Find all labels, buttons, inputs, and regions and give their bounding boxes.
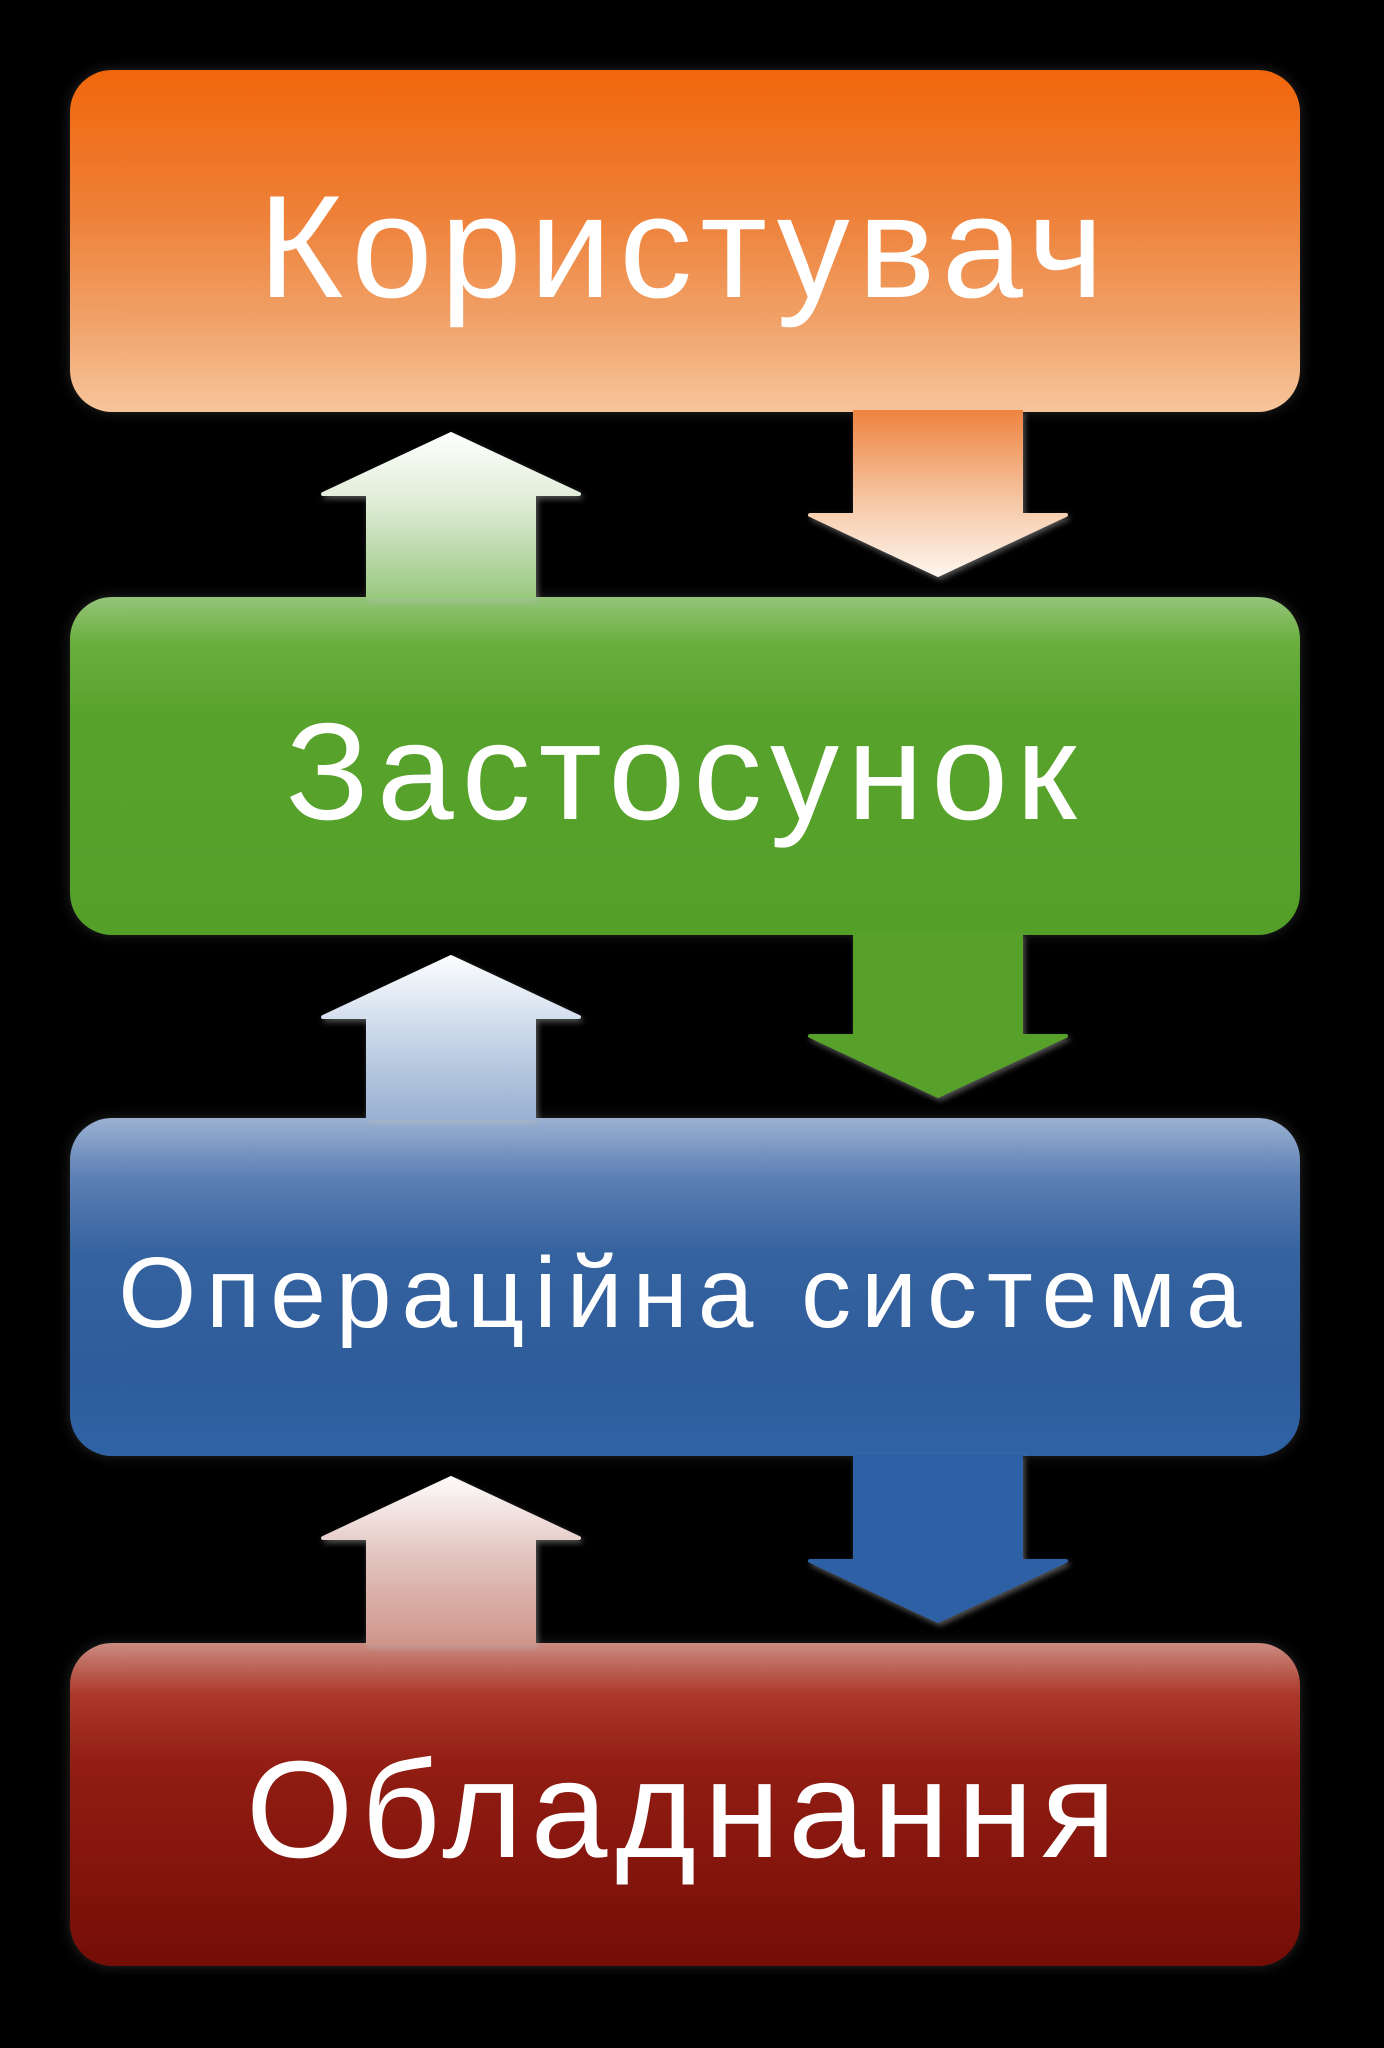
up-arrow-icon-application-to-user [321, 432, 581, 599]
down-arrow-icon-user-to-application [808, 410, 1068, 577]
down-arrow-icon-application-to-os [808, 933, 1068, 1098]
up-arrow-icon-hardware-to-os [321, 1476, 581, 1645]
layer-label-application: Застосунок [285, 694, 1085, 849]
layer-box-user: Користувач [70, 70, 1300, 412]
layer-label-hardware: Обладнання [245, 1733, 1125, 1887]
up-arrow-icon-os-to-application [321, 955, 581, 1120]
layer-box-operating-system: Операційна система [70, 1118, 1300, 1456]
layer-label-user: Користувач [258, 165, 1112, 328]
layer-box-application: Застосунок [70, 597, 1300, 935]
layer-box-hardware: Обладнання [70, 1643, 1300, 1966]
layer-label-operating-system: Операційна система [118, 1236, 1252, 1349]
down-arrow-icon-os-to-hardware [808, 1454, 1068, 1623]
